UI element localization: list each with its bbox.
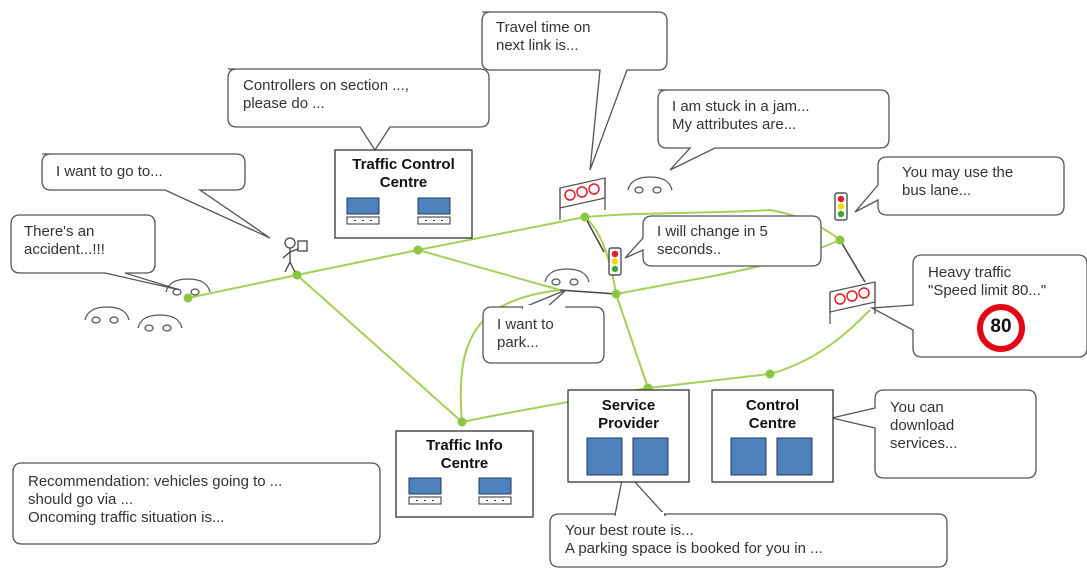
best-route-text: Your best route is... A parking space is… bbox=[565, 522, 823, 557]
download-text: You can download services... bbox=[890, 399, 958, 452]
speed-limit-value: 80 bbox=[990, 316, 1012, 337]
stuck-jam-text: I am stuck in a jam... My attributes are… bbox=[672, 98, 810, 133]
computer-screen-icon bbox=[730, 437, 767, 476]
network-nodes bbox=[183, 212, 845, 427]
bus-lane-text: You may use the bus lane... bbox=[902, 164, 1014, 199]
controllers-text: Controllers on section ..., please do ..… bbox=[243, 77, 409, 112]
bubble-stuck-jam bbox=[657, 89, 890, 171]
computer-screen-icon bbox=[776, 437, 813, 476]
bubble-want-park bbox=[482, 306, 605, 364]
control-centre-box bbox=[711, 389, 834, 483]
computer-screen-icon bbox=[408, 477, 442, 505]
service-provider-box bbox=[567, 389, 690, 483]
heavy-traffic-text: Heavy traffic "Speed limit 80..." bbox=[928, 264, 1047, 299]
computer-screen-icon bbox=[632, 437, 669, 476]
computer-screen-icon bbox=[346, 197, 380, 225]
want-park-text: I want to park... bbox=[497, 316, 554, 351]
car-icon bbox=[627, 176, 673, 194]
pedestrian-icon bbox=[282, 237, 308, 273]
travel-time-text: Travel time on next link is... bbox=[496, 19, 591, 54]
car-icon bbox=[137, 314, 183, 332]
traffic-info-centre-box bbox=[395, 430, 534, 518]
variable-message-sign-icon bbox=[829, 281, 876, 325]
service-provider-title: Service Provider bbox=[598, 397, 659, 432]
computer-screen-icon bbox=[478, 477, 512, 505]
traffic-light-icon bbox=[608, 247, 622, 276]
control-centre-title: Control Centre bbox=[745, 397, 800, 432]
traffic-light-icon bbox=[834, 192, 848, 221]
car-icon bbox=[84, 306, 130, 324]
bubble-change-5 bbox=[624, 215, 822, 267]
bubble-download bbox=[831, 389, 1037, 479]
traffic-info-centre-title: Traffic Info Centre bbox=[426, 437, 503, 472]
want-go-text: I want to go to... bbox=[56, 163, 163, 180]
traffic-control-centre-title: Traffic Control Centre bbox=[352, 156, 455, 191]
bubble-bus-lane bbox=[854, 156, 1065, 216]
car-icon bbox=[544, 268, 590, 286]
traffic-control-centre-box bbox=[334, 149, 473, 239]
bubble-accident bbox=[10, 214, 181, 291]
car-icon bbox=[165, 278, 211, 296]
bubble-travel-time bbox=[481, 11, 668, 171]
bubble-heavy-traffic bbox=[869, 254, 1087, 358]
speed-limit-sign-icon bbox=[977, 304, 1025, 352]
accident-text: There's an accident...!!! bbox=[24, 223, 105, 258]
bubble-want-go bbox=[41, 153, 271, 239]
road-signal-links bbox=[559, 216, 866, 295]
recommendation-text: Recommendation: vehicles going to ... sh… bbox=[28, 473, 283, 526]
computer-screen-icon bbox=[586, 437, 623, 476]
computer-screen-icon bbox=[417, 197, 451, 225]
bubble-best-route bbox=[549, 513, 948, 568]
bubble-recommendation bbox=[12, 462, 381, 545]
change-5-text: I will change in 5 seconds.. bbox=[657, 223, 768, 258]
